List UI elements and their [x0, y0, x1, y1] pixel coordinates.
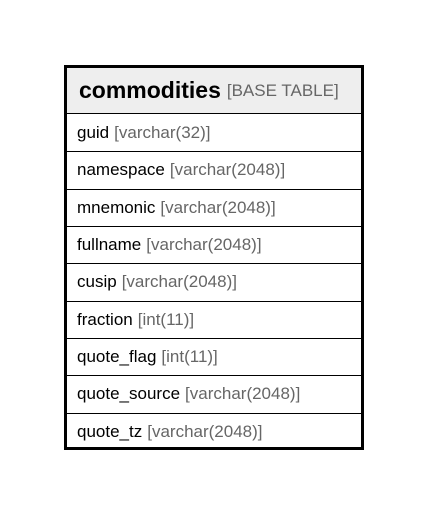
column-type: [varchar(2048)]: [146, 235, 262, 255]
column-type: [int(11)]: [161, 347, 218, 367]
column-name: fullname: [77, 235, 142, 255]
column-name: quote_tz: [77, 421, 143, 441]
table-header: commodities [BASE TABLE]: [67, 68, 361, 114]
column-type: [varchar(32)]: [114, 122, 211, 142]
column-row-quote-flag: quote_flag [int(11)]: [67, 337, 361, 375]
column-row-mnemonic: mnemonic [varchar(2048)]: [67, 188, 361, 226]
column-name: cusip: [77, 272, 117, 292]
column-type: [varchar(2048)]: [121, 272, 237, 292]
column-row-namespace: namespace [varchar(2048)]: [67, 151, 361, 188]
column-name: guid: [77, 122, 110, 142]
column-name: mnemonic: [77, 197, 156, 217]
table-name: commodities: [79, 77, 221, 103]
column-name: quote_flag: [77, 347, 157, 367]
column-type: [varchar(2048)]: [160, 197, 276, 217]
column-row-cusip: cusip [varchar(2048)]: [67, 263, 361, 300]
column-row-fraction: fraction [int(11)]: [67, 300, 361, 338]
column-name: quote_source: [77, 384, 181, 404]
column-list: guid [varchar(32)] namespace [varchar(20…: [67, 114, 361, 450]
column-type: [int(11)]: [137, 309, 195, 329]
column-name: fraction: [77, 309, 133, 329]
column-name: namespace: [77, 160, 165, 180]
column-type: [varchar(2048)]: [185, 384, 301, 404]
column-row-quote-tz: quote_tz [varchar(2048)]: [67, 412, 361, 450]
column-row-quote-source: quote_source [varchar(2048)]: [67, 375, 361, 412]
table-type: [BASE TABLE]: [226, 80, 339, 100]
column-type: [varchar(2048)]: [147, 421, 263, 441]
table-entity-commodities: commodities [BASE TABLE] guid [varchar(3…: [64, 65, 364, 450]
column-type: [varchar(2048)]: [169, 160, 286, 180]
column-row-fullname: fullname [varchar(2048)]: [67, 225, 361, 263]
column-row-guid: guid [varchar(32)]: [67, 114, 361, 151]
